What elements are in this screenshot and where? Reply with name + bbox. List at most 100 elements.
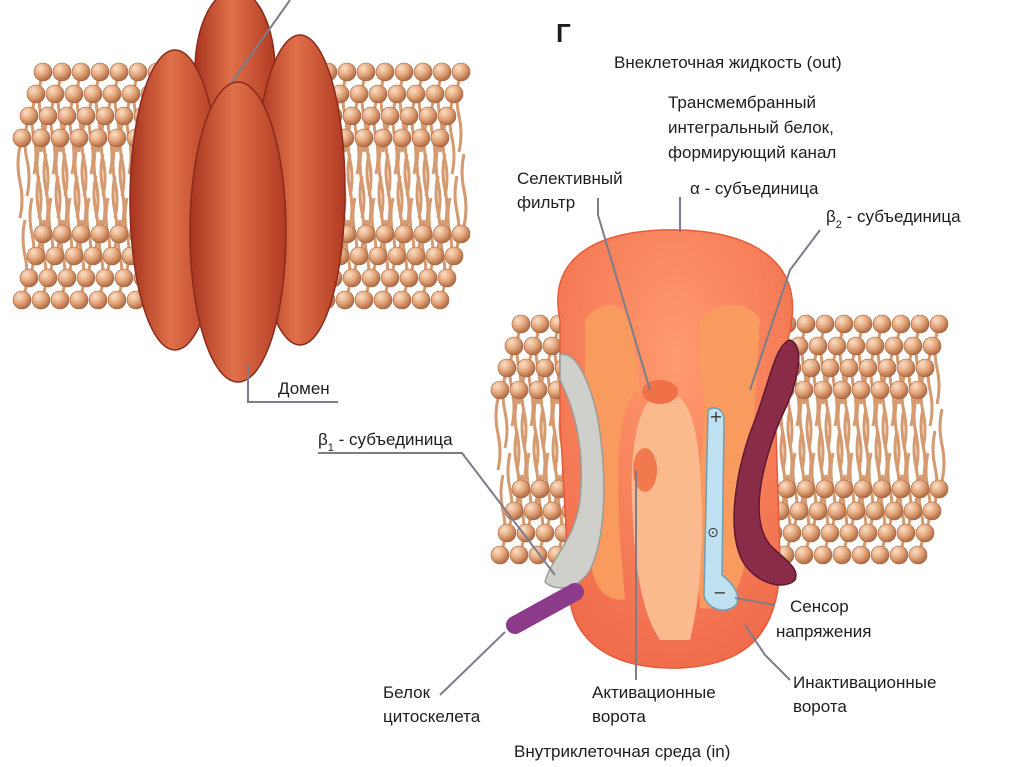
selective-filter-label-line2: фильтр: [517, 193, 575, 212]
lipid-head: [52, 224, 72, 244]
lipid-head: [535, 523, 555, 543]
lipid-head: [808, 336, 828, 356]
lipid-head: [95, 106, 115, 126]
lipid-head: [76, 268, 96, 288]
lipid-head: [342, 268, 362, 288]
lipid-head: [834, 479, 854, 499]
lipid-head: [392, 128, 412, 148]
lipid-head: [796, 479, 816, 499]
domain-ellipse-front: [189, 81, 287, 383]
lipid-head: [394, 62, 414, 82]
activation-gate-label-line1: Активационные: [592, 683, 716, 702]
extracellular-label: Внеклеточная жидкость (out): [614, 53, 842, 72]
lipid-head: [107, 290, 127, 310]
lipid-head: [425, 84, 445, 104]
lipid-head: [50, 290, 70, 310]
lipid-tail: [836, 397, 844, 471]
beta2-leader-line: [749, 229, 821, 391]
lipid-head: [90, 224, 110, 244]
lipid-tail: [35, 145, 43, 219]
beta1-leader-line: [318, 452, 556, 576]
lipid-head: [354, 128, 374, 148]
lipid-head: [95, 268, 115, 288]
lipid-head: [820, 358, 840, 378]
activation-gate-label-line2: ворота: [592, 707, 646, 726]
lipid-head: [516, 358, 536, 378]
lipid-head: [349, 84, 369, 104]
lipid-head: [910, 314, 930, 334]
lipid-tail: [513, 397, 521, 471]
lipid-head: [121, 84, 141, 104]
lipid-head: [542, 336, 562, 356]
lipid-tail: [396, 145, 404, 219]
lipid-head: [815, 479, 835, 499]
lipid-head: [349, 246, 369, 266]
lipid-head: [870, 545, 890, 565]
lipid-head: [375, 62, 395, 82]
lipid-head: [45, 246, 65, 266]
lipid-head: [535, 358, 555, 378]
lipid-head: [399, 268, 419, 288]
lipid-head: [88, 128, 108, 148]
lipid-head: [31, 128, 51, 148]
lipid-head: [90, 62, 110, 82]
alpha-subunit-label: α - субъединица: [690, 179, 819, 198]
lipid-tail: [817, 397, 825, 471]
lipid-head: [451, 62, 471, 82]
lipid-head: [418, 106, 438, 126]
lipid-head: [373, 128, 393, 148]
lipid-head: [504, 501, 524, 521]
sensor-minus-sign: −: [713, 583, 726, 602]
lipid-head: [69, 290, 89, 310]
lipid-head: [853, 479, 873, 499]
lipid-head: [504, 336, 524, 356]
lipid-head: [922, 501, 942, 521]
lipid-head: [69, 128, 89, 148]
lipid-head: [877, 358, 897, 378]
sensor-label-line1: Сенсор: [790, 597, 849, 616]
lipid-head: [128, 62, 148, 82]
lipid-head: [342, 106, 362, 126]
lipid-head: [33, 62, 53, 82]
lipid-tail: [73, 145, 81, 219]
lipid-head: [789, 501, 809, 521]
lipid-head: [511, 479, 531, 499]
lipid-head: [497, 523, 517, 543]
lipid-head: [891, 479, 911, 499]
lipid-head: [406, 84, 426, 104]
inactivation-gate-label-line1: Инактивационные: [793, 673, 936, 692]
lipid-head: [337, 62, 357, 82]
lipid-head: [31, 290, 51, 310]
lipid-head: [57, 268, 77, 288]
lipid-head: [794, 380, 814, 400]
lipid-head: [399, 106, 419, 126]
lipid-head: [497, 358, 517, 378]
lipid-tail: [893, 397, 901, 471]
lipid-head: [45, 84, 65, 104]
transmembrane-label-line2: интегральный белок,: [668, 118, 834, 137]
top-leader-line: [231, 0, 291, 83]
lipid-head: [851, 545, 871, 565]
lipid-head: [52, 62, 72, 82]
lipid-tail: [111, 145, 119, 219]
lipid-tail: [358, 145, 366, 219]
cytoskeleton-protein-shape: [506, 583, 584, 634]
lipid-head: [523, 501, 543, 521]
lipid-head: [102, 84, 122, 104]
sensor-dot-sign: ⊙: [707, 525, 719, 541]
lipid-head: [509, 380, 529, 400]
lipid-head: [794, 545, 814, 565]
selective-filter-label-line1: Селективный: [517, 169, 623, 188]
lipid-head: [915, 523, 935, 543]
lipid-tail: [532, 397, 540, 471]
lipid-head: [858, 358, 878, 378]
lipid-tail: [912, 397, 920, 471]
activation-gate-shape: [633, 448, 657, 492]
lipid-head: [354, 290, 374, 310]
lipid-head: [356, 62, 376, 82]
lipid-head: [50, 128, 70, 148]
lipid-head: [801, 523, 821, 543]
lipid-head: [418, 268, 438, 288]
lipid-tail: [415, 145, 423, 219]
lipid-head: [815, 314, 835, 334]
